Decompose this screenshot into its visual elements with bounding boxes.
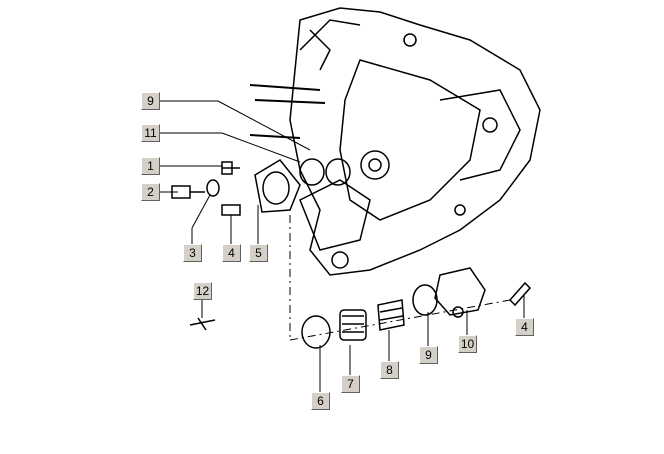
- leader-lines: [160, 100, 525, 393]
- callout-6[interactable]: 6: [311, 392, 330, 410]
- callout-4-right[interactable]: 4: [515, 318, 534, 336]
- callout-4[interactable]: 4: [222, 244, 241, 262]
- callout-9[interactable]: 9: [141, 92, 160, 110]
- callout-11[interactable]: 11: [141, 124, 160, 142]
- callout-2[interactable]: 2: [141, 183, 160, 201]
- callout-9-lower[interactable]: 9: [419, 346, 438, 364]
- callout-8[interactable]: 8: [380, 361, 399, 379]
- callout-10[interactable]: 10: [458, 335, 477, 353]
- parts: [171, 158, 532, 349]
- callout-12[interactable]: 12: [193, 282, 212, 300]
- callout-3[interactable]: 3: [183, 244, 202, 262]
- callout-1[interactable]: 1: [141, 157, 160, 175]
- callout-5[interactable]: 5: [249, 244, 268, 262]
- callout-7[interactable]: 7: [341, 375, 360, 393]
